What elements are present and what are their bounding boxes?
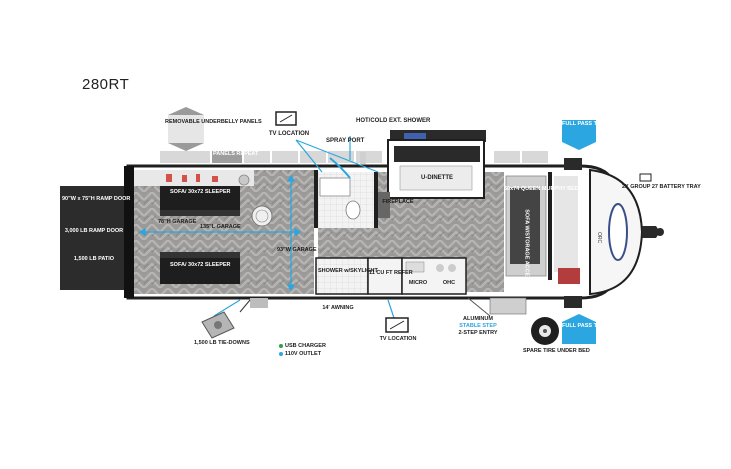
label-awning: 14' AWNING <box>322 305 354 311</box>
label-tv-location-top: TV LOCATION <box>268 131 310 137</box>
label-murphy-bed: 60x74 QUEEN MURPHY BED <box>504 186 579 192</box>
label-battery-tray: 2X GROUP 27 BATTERY TRAY <box>622 184 701 190</box>
tie-down-icon <box>201 311 235 339</box>
label-entry: 2-STEP ENTRY <box>458 330 498 336</box>
svg-text:ORC: ORC <box>596 232 602 244</box>
label-u-dinette: U-DINETTE <box>421 175 453 181</box>
tv-icon-bottom <box>385 317 409 333</box>
battery-icon <box>639 173 652 182</box>
spare-tire-icon <box>531 317 559 345</box>
label-patio: 1,500 LB PATIO <box>73 256 115 262</box>
label-garage-length: 135"L GARAGE <box>200 224 241 230</box>
ramp-door <box>60 186 130 290</box>
label-ohc: OHC <box>442 280 456 286</box>
front-closet <box>554 176 578 272</box>
label-removable-panels: REMOVABLE UNDERBELLY PANELS <box>165 119 262 125</box>
sofa-bottom <box>160 258 240 284</box>
label-sofa-storage: SOFA W/STORAGE ACCESS <box>523 209 530 284</box>
model-name: 280RT <box>82 76 130 93</box>
removable-panels-icon <box>168 107 204 151</box>
full-pass-bottom-badge <box>562 314 596 344</box>
label-hot-cold-shower: HOT/COLD EXT. SHOWER <box>356 118 431 124</box>
label-ramp-door-weight: 3,000 LB RAMP DOOR <box>64 228 124 234</box>
label-stable-step: STABLE STEP <box>459 323 497 329</box>
label-usb-charger: USB CHARGER <box>285 343 326 349</box>
garage-stamp <box>251 205 273 227</box>
outlet-dot <box>279 352 283 356</box>
label-garage-height: 78"H GARAGE <box>158 219 197 225</box>
label-sofa-top: SOFA/ 30x72 SLEEPER <box>170 189 231 195</box>
fireplace-unit <box>378 192 390 218</box>
bath-vanity <box>319 177 351 197</box>
label-refer: 11 CU FT REFER <box>369 270 413 276</box>
refrigerator <box>367 257 403 295</box>
label-aluminum: ALUMINUM <box>463 316 493 322</box>
label-sofa-bottom: SOFA/ 30x72 SLEEPER <box>170 262 231 268</box>
sofa-top <box>160 184 240 210</box>
tv-icon-top <box>275 111 297 126</box>
toilet <box>345 200 361 220</box>
label-spare-tire: SPARE TIRE UNDER BED <box>523 348 590 354</box>
full-pass-top-badge <box>562 120 596 150</box>
label-micro: MICRO <box>408 280 428 286</box>
garage-cabinets <box>134 170 254 186</box>
underbelly-panels <box>160 151 548 163</box>
label-panels-repeat: PANELS REPEAT <box>213 151 259 157</box>
front-logo <box>608 203 628 261</box>
label-garage-width: 93"W GARAGE <box>277 247 317 253</box>
label-full-pass-bottom: FULL PASS THRU STORAGE <box>562 323 638 329</box>
label-tv-location-bottom: TV LOCATION <box>379 336 417 342</box>
label-outlet: 110V OUTLET <box>285 351 322 357</box>
label-shower-skylight: SHOWER w/SKYLIGHT <box>318 268 378 274</box>
usb-dot <box>279 344 283 348</box>
shower-hose <box>329 157 351 179</box>
hitch <box>642 226 660 238</box>
label-fireplace: FIREPLACE <box>382 199 414 205</box>
entry-step <box>489 297 527 315</box>
label-full-pass-top: FULL PASS THRU STORAGE <box>562 121 638 127</box>
label-ramp-door-size: 90"W x 75"H RAMP DOOR <box>62 196 131 202</box>
label-tie-downs: 1,500 LB TIE-DOWNS <box>194 340 250 346</box>
label-spray-port: SPRAY PORT <box>326 138 365 144</box>
shower <box>315 257 369 295</box>
